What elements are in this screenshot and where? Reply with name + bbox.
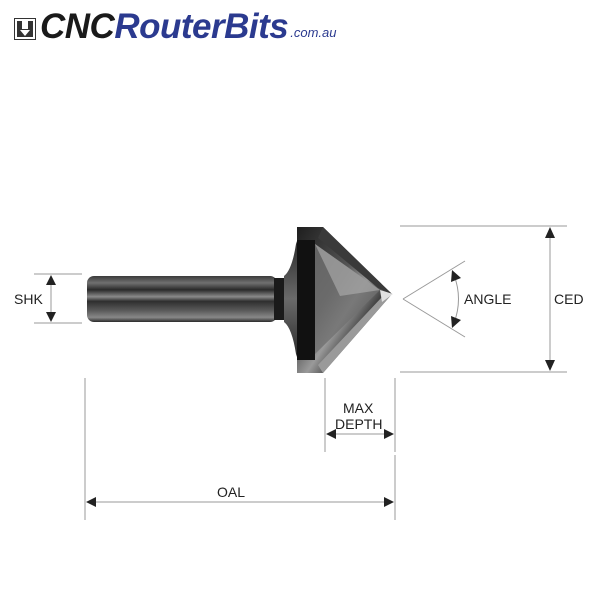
arrow-icon: [451, 316, 461, 328]
logo-text-domain: .com.au: [290, 25, 337, 40]
label-depth: DEPTH: [335, 416, 383, 432]
label-max: MAX: [343, 400, 374, 416]
neck-shape: [284, 232, 300, 366]
arrow-up-icon: [46, 275, 56, 285]
arrow-down-icon: [545, 360, 555, 371]
arrow-left-icon: [326, 429, 336, 439]
angle-dimension: [402, 260, 466, 338]
arrow-icon: [451, 270, 461, 282]
label-shank: SHK: [14, 291, 43, 307]
label-ced: CED: [554, 291, 584, 307]
label-angle: ANGLE: [464, 291, 512, 307]
arrow-right-icon: [384, 429, 394, 439]
arrow-down-icon: [46, 312, 56, 322]
arrow-left-icon: [86, 497, 96, 507]
max-depth-dimension: [324, 378, 396, 452]
logo-bit-icon: [14, 18, 36, 40]
shank-shape: [87, 276, 277, 322]
label-oal: OAL: [217, 484, 246, 500]
logo-text-routerbits: RouterBits: [114, 7, 289, 46]
router-bit-graphic: [87, 227, 393, 373]
ced-dimension: [400, 225, 567, 373]
brand-logo: CNC RouterBits .com.au: [14, 7, 337, 46]
arrow-up-icon: [545, 227, 555, 238]
arrow-right-icon: [384, 497, 394, 507]
shank-dimension: [34, 273, 82, 324]
logo-text-cnc: CNC: [40, 7, 115, 46]
oal-dimension: [84, 378, 396, 520]
